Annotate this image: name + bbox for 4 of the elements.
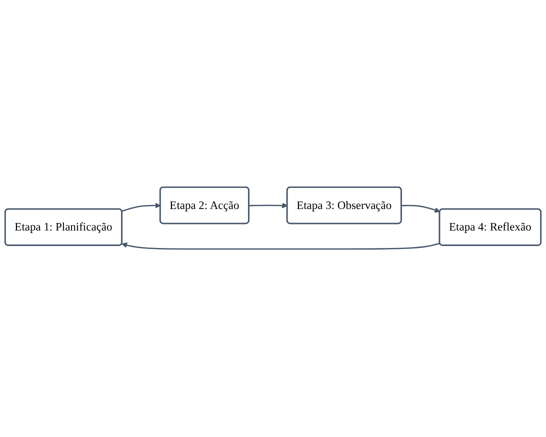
arrow [402, 205, 440, 214]
arrow [122, 242, 440, 250]
arrow [249, 203, 288, 209]
arrow [122, 203, 161, 212]
